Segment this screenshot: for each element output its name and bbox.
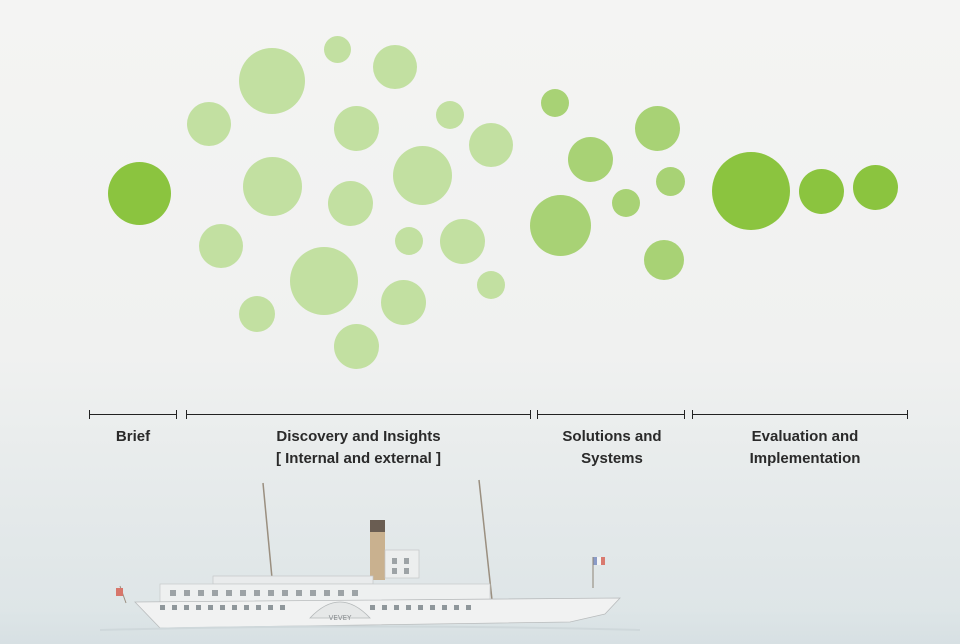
bubble-evaluation — [712, 152, 790, 230]
bubble-diagram — [108, 36, 898, 369]
bubble-solutions — [530, 195, 591, 256]
bubble-discovery — [440, 219, 485, 264]
ship-name: VEVEY — [329, 614, 352, 622]
phase-label-line: Evaluation and — [751, 428, 859, 445]
bubble-solutions — [644, 240, 684, 280]
timeline-segment-solutions — [537, 410, 685, 419]
phase-label-solutions: Solutions and Systems — [537, 426, 687, 470]
bubble-discovery — [324, 36, 351, 63]
bubble-solutions — [656, 167, 685, 196]
bubble-evaluation — [799, 169, 844, 214]
phase-label-line: Discovery and Insights — [276, 428, 441, 445]
bubble-evaluation — [853, 165, 898, 210]
bubble-discovery — [373, 45, 417, 89]
phase-label-brief: Brief — [89, 426, 177, 448]
bubble-discovery — [239, 296, 275, 332]
bubble-discovery — [381, 280, 426, 325]
bubble-solutions — [612, 189, 640, 217]
phase-label-line: Systems — [581, 450, 643, 467]
bubble-discovery — [239, 48, 305, 114]
bubble-discovery — [187, 102, 231, 146]
phase-label-line: Solutions and — [562, 428, 662, 445]
bubble-discovery — [469, 123, 513, 167]
bubble-discovery — [334, 324, 379, 369]
bubble-solutions — [635, 106, 680, 151]
phase-timeline — [0, 405, 960, 425]
bubble-discovery — [243, 157, 302, 216]
paddle-steamer-illustration: VEVEY — [100, 479, 640, 631]
timeline-segment-brief — [89, 410, 177, 419]
bubble-discovery — [199, 224, 243, 268]
phase-label-discovery: Discovery and Insights [ Internal and ex… — [186, 426, 531, 470]
bubble-brief — [108, 162, 171, 225]
phase-label-line: Implementation — [749, 450, 861, 467]
timeline-segment-evaluation — [692, 410, 908, 419]
phase-label-line: [ Internal and external ] — [275, 450, 442, 467]
phase-label-line: Brief — [115, 428, 151, 445]
timeline-segment-discovery — [186, 410, 531, 419]
phase-label-evaluation: Evaluation and Implementation — [692, 426, 918, 470]
bubble-solutions — [541, 89, 569, 117]
bubble-discovery — [477, 271, 505, 299]
bubble-discovery — [334, 106, 379, 151]
bubble-solutions — [568, 137, 613, 182]
bubble-discovery — [436, 101, 464, 129]
bubble-discovery — [395, 227, 423, 255]
bubble-discovery — [393, 146, 452, 205]
bubble-discovery — [290, 247, 358, 315]
bubble-discovery — [328, 181, 373, 226]
